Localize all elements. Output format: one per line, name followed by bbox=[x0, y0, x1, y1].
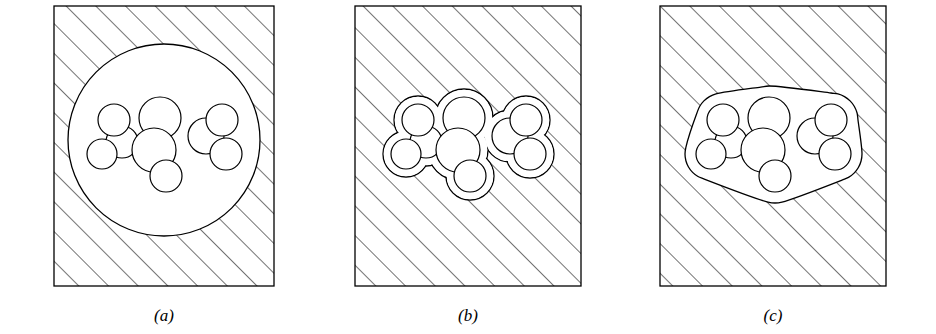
cavity bbox=[685, 86, 862, 203]
atom bbox=[759, 160, 791, 192]
cavity bbox=[383, 89, 554, 200]
atom bbox=[391, 139, 421, 169]
solvent-box bbox=[54, 6, 274, 286]
cavity bbox=[68, 44, 260, 236]
panel bbox=[660, 6, 886, 286]
atom bbox=[707, 104, 739, 136]
atom bbox=[510, 104, 542, 136]
atom bbox=[206, 104, 238, 136]
atom bbox=[514, 138, 546, 170]
panel bbox=[355, 6, 581, 286]
panel bbox=[54, 6, 274, 286]
panel-label: (c) bbox=[764, 306, 783, 326]
atom bbox=[87, 139, 117, 169]
solvent-box bbox=[355, 6, 581, 286]
molecule bbox=[696, 97, 851, 192]
atom bbox=[98, 104, 130, 136]
atom bbox=[819, 138, 851, 170]
atom bbox=[815, 104, 847, 136]
molecule bbox=[87, 97, 242, 192]
atom bbox=[454, 160, 486, 192]
molecule bbox=[391, 97, 546, 192]
atom bbox=[402, 104, 434, 136]
atom bbox=[150, 160, 182, 192]
solvent-box bbox=[660, 6, 886, 286]
atom bbox=[696, 139, 726, 169]
panel-label: (a) bbox=[154, 306, 174, 326]
atom bbox=[210, 138, 242, 170]
panel-label: (b) bbox=[458, 306, 478, 326]
